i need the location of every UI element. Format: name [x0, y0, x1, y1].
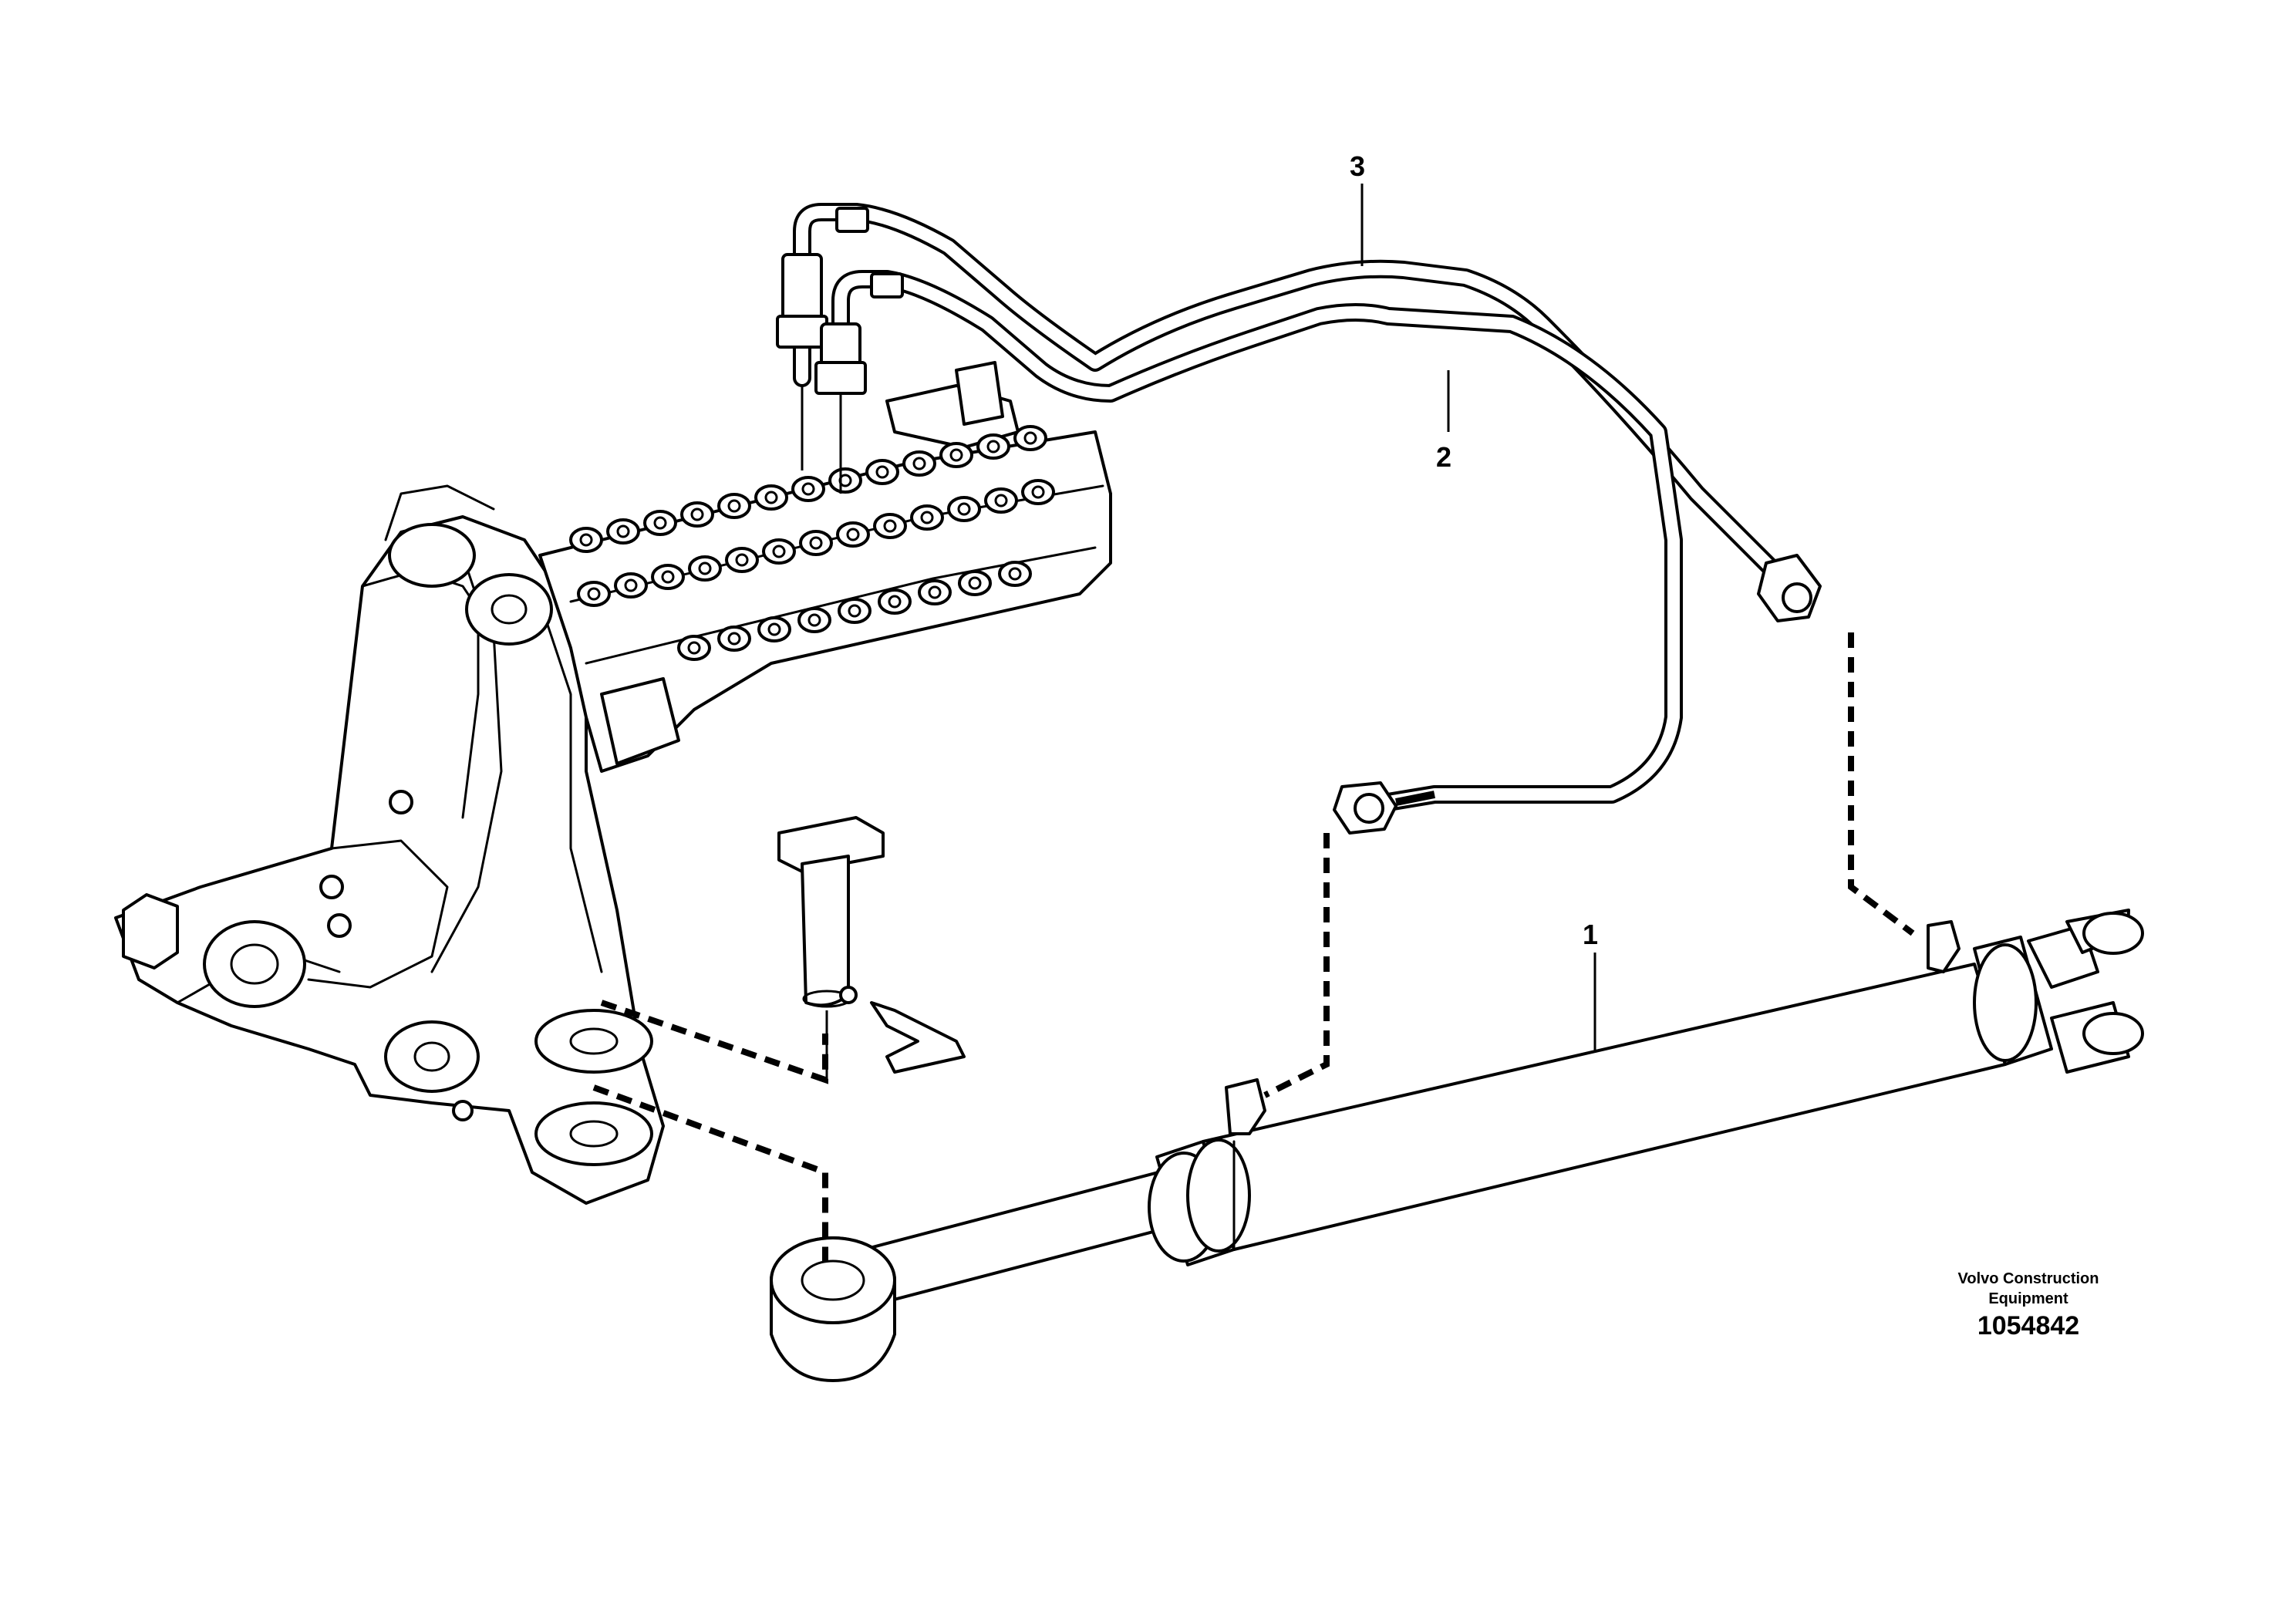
valve-port-bore [968, 576, 982, 590]
valve-port-bore [846, 528, 860, 541]
valve-port [1013, 425, 1047, 451]
valve-port [651, 564, 685, 590]
callout-item-3: 3 [1350, 150, 1366, 182]
valve-port-bore [690, 508, 704, 521]
part-number: 1054842 [1977, 1311, 2080, 1340]
valve-port-bore [912, 457, 926, 470]
hydraulic-cylinder [770, 909, 2144, 1382]
valve-port-bore [1008, 567, 1022, 581]
valve-port-bore [957, 502, 971, 516]
hose-fittings-cylinder-end [1333, 554, 1822, 835]
valve-port [910, 504, 944, 531]
valve-port [984, 487, 1018, 514]
valve-port-bore [624, 578, 638, 592]
valve-port-bore [848, 604, 861, 618]
valve-port-bore [687, 641, 701, 655]
callout-leaders [1360, 184, 1596, 1053]
valve-port [998, 561, 1032, 587]
valve-port [757, 616, 791, 642]
valve-port-bore [735, 553, 749, 567]
valve-port [797, 607, 831, 633]
valve-port [677, 635, 711, 661]
valve-port [688, 555, 722, 582]
connection-lines [592, 632, 1915, 1265]
valve-port [717, 493, 751, 519]
valve-port [725, 547, 759, 573]
valve-port [791, 476, 825, 502]
valve-port-bore [727, 499, 741, 513]
valve-port [754, 484, 788, 511]
valve-port-bore [920, 511, 934, 524]
valve-port-bore [616, 524, 630, 538]
valve-port-bore [1023, 431, 1037, 445]
valve-port [918, 579, 952, 605]
valve-port-bore [767, 622, 781, 636]
callout-item-2: 2 [1436, 441, 1452, 473]
callout-item-1: 1 [1583, 919, 1599, 950]
valve-port [947, 496, 981, 522]
valve-port-bore [994, 494, 1008, 508]
valve-port-bore [801, 482, 815, 496]
valve-port-bore [661, 570, 675, 584]
valve-port [865, 459, 899, 485]
pin-with-lock [777, 816, 966, 1074]
valve-port-bore [888, 595, 902, 609]
valve-port [828, 467, 862, 494]
valve-port [643, 510, 677, 536]
valve-port [958, 570, 992, 596]
valve-port [873, 513, 907, 539]
fitting-drop-lines [801, 386, 842, 1080]
valve-port-bore [883, 519, 897, 533]
valve-port-bore [875, 465, 889, 479]
valve-port-bore [698, 561, 712, 575]
valve-port-bore [764, 491, 778, 504]
valve-port [614, 572, 648, 599]
valve-section-ports [569, 425, 1055, 661]
valve-port [569, 527, 603, 553]
valve-port [680, 501, 714, 528]
valve-port [836, 521, 870, 548]
valve-port [577, 581, 611, 607]
caption-line-2: Equipment [1988, 1290, 2068, 1307]
valve-port [976, 433, 1010, 460]
caption-line-1: Volvo Construction [1957, 1270, 2099, 1287]
valve-port-bore [807, 613, 821, 627]
valve-port [902, 450, 936, 477]
hose-item-2 [831, 270, 1683, 811]
valve-port [939, 442, 973, 468]
valve-port-bore [579, 533, 593, 547]
valve-port [762, 538, 796, 565]
valve-port-bore [809, 536, 823, 550]
valve-port [838, 598, 872, 624]
valve-port [717, 626, 751, 652]
swing-bracket [114, 484, 665, 1205]
valve-port [1021, 479, 1055, 505]
valve-port-bore [653, 516, 667, 530]
valve-port-bore [1031, 485, 1045, 499]
valve-port-bore [986, 440, 1000, 454]
valve-port-bore [949, 448, 963, 462]
valve-port [799, 530, 833, 556]
valve-port-bore [772, 545, 786, 558]
valve-port [878, 588, 912, 615]
valve-port-bore [928, 585, 942, 599]
hose-fittings-valve-end [776, 207, 904, 395]
valve-port [606, 518, 640, 545]
valve-port-bore [727, 632, 741, 646]
valve-port-bore [587, 587, 601, 601]
